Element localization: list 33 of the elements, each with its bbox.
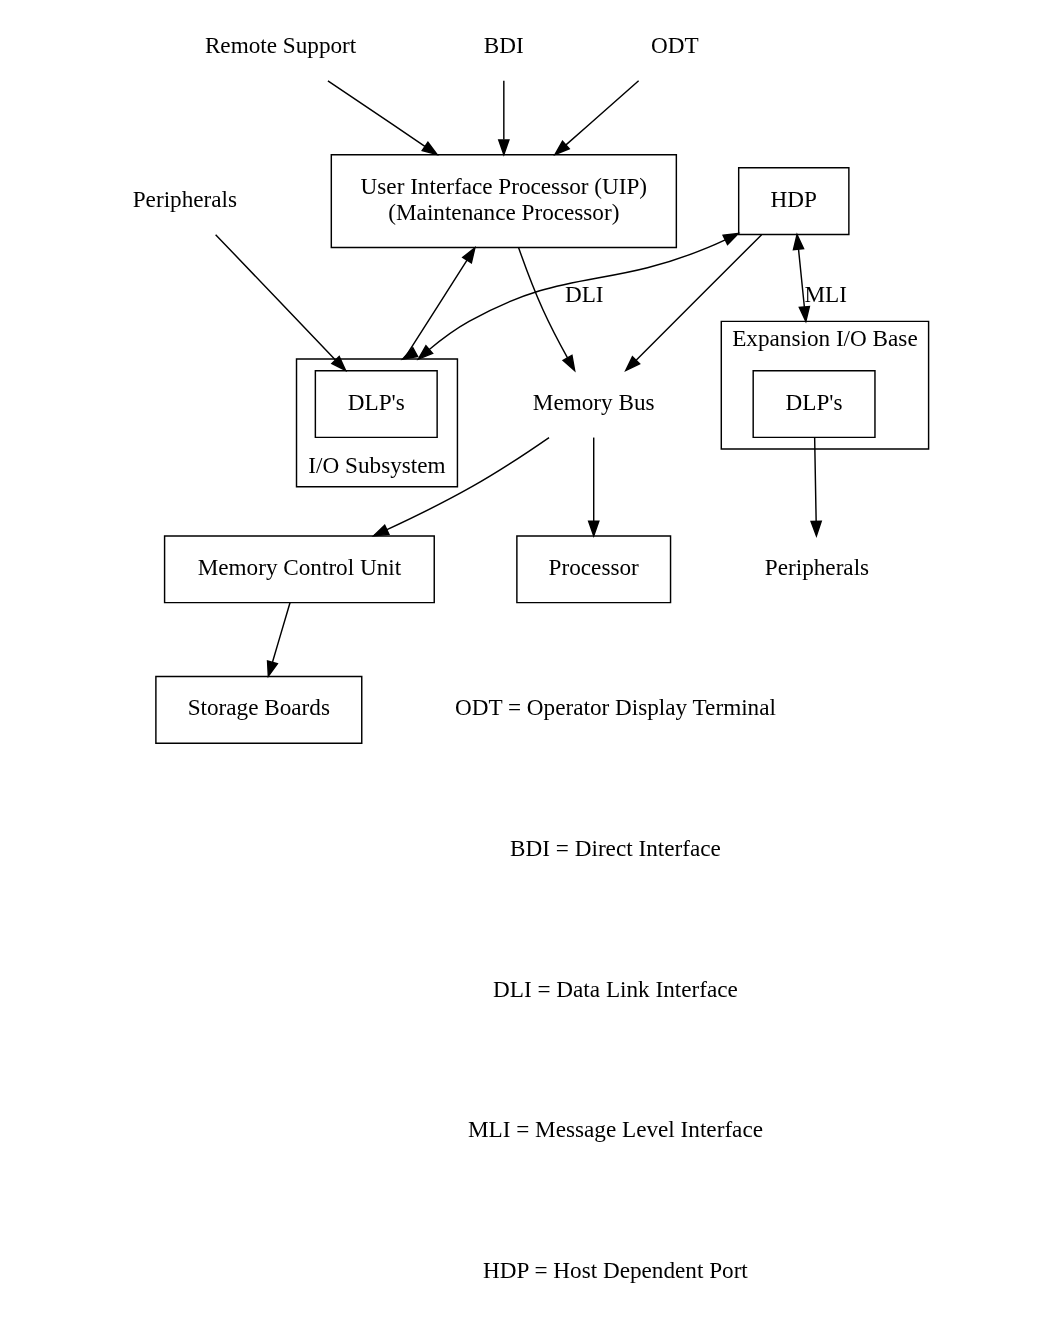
arrow xyxy=(327,80,439,156)
node-box: Memory Control Unit xyxy=(163,535,435,604)
label: MLI = Message Level Interface xyxy=(467,1116,763,1143)
arrow xyxy=(587,436,600,539)
label: DLI = Data Link Interface xyxy=(493,975,738,1002)
arrow xyxy=(416,232,741,361)
arrow xyxy=(553,80,640,156)
arrow xyxy=(517,246,576,373)
label: HDP = Host Dependent Port xyxy=(483,1256,748,1283)
label: BDI = Direct Interface xyxy=(510,835,721,862)
arrow xyxy=(266,601,291,679)
label: ODT = Operator Display Terminal xyxy=(454,694,776,721)
node-text: BDI xyxy=(483,31,524,58)
arrow xyxy=(810,436,823,539)
arrow xyxy=(624,233,763,373)
arrow xyxy=(214,233,348,373)
arrow xyxy=(371,436,550,537)
node-text: Remote Support xyxy=(204,31,357,58)
node-text: Memory Bus xyxy=(532,388,655,415)
node-box: DLP's xyxy=(752,369,876,439)
node-box: Processor xyxy=(516,535,672,604)
arrow xyxy=(497,80,510,157)
node-box: HDP xyxy=(737,167,850,236)
arrow xyxy=(792,232,811,324)
node-text: ODT xyxy=(651,31,699,58)
node-box: DLP's xyxy=(314,369,438,439)
arrow xyxy=(400,246,477,361)
node-box: User Interface Processor (UIP) (Maintenance Processor) xyxy=(330,153,678,249)
edge-label: MLI xyxy=(804,281,847,308)
edge-label: DLI xyxy=(564,281,604,308)
node-box: Storage Boards xyxy=(155,675,363,744)
node-text: Peripherals xyxy=(764,553,870,580)
node-text: Peripherals xyxy=(132,185,238,212)
